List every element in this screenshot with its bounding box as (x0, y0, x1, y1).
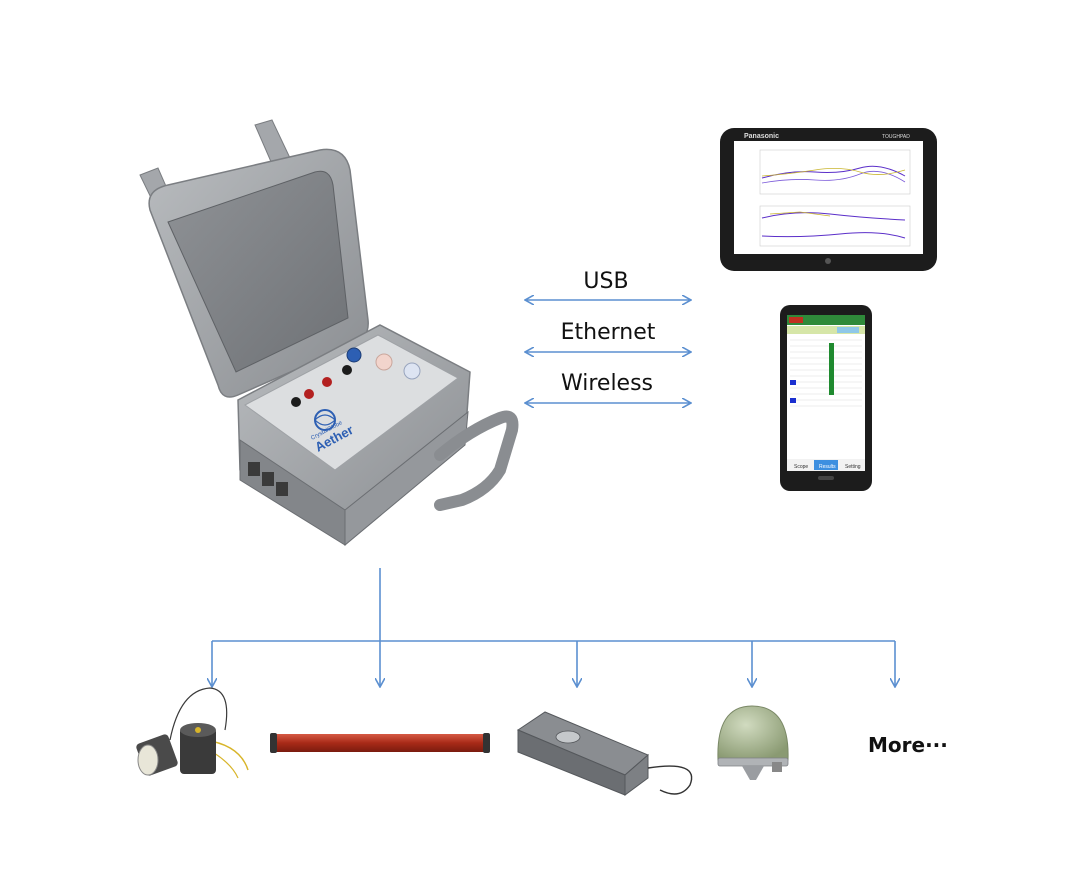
tablet-badge: TOUGHPAD (882, 134, 910, 140)
tablet-brand: Panasonic (744, 133, 779, 140)
sensor-box (516, 711, 693, 796)
phone-tab-setting: Setting (845, 464, 861, 470)
sensor-tree (212, 568, 895, 686)
connection-links: USB Ethernet Wireless (526, 269, 690, 403)
sensor-dome (717, 705, 789, 780)
more-sensors-label: More··· (868, 733, 948, 757)
phone-display: Scope Results Setting (780, 305, 872, 491)
sensor-rod (270, 733, 490, 753)
sensor-probe (136, 687, 249, 779)
phone-tab-results: Results (819, 464, 836, 470)
tablet-display: Panasonic TOUGHPAD (720, 128, 937, 271)
phone-tab-scope: Scope (794, 464, 808, 470)
usb-label: USB (583, 269, 628, 294)
wireless-label: Wireless (561, 371, 653, 396)
aether-device: CrystalGlobe Aether (139, 119, 519, 547)
ethernet-label: Ethernet (561, 320, 656, 345)
